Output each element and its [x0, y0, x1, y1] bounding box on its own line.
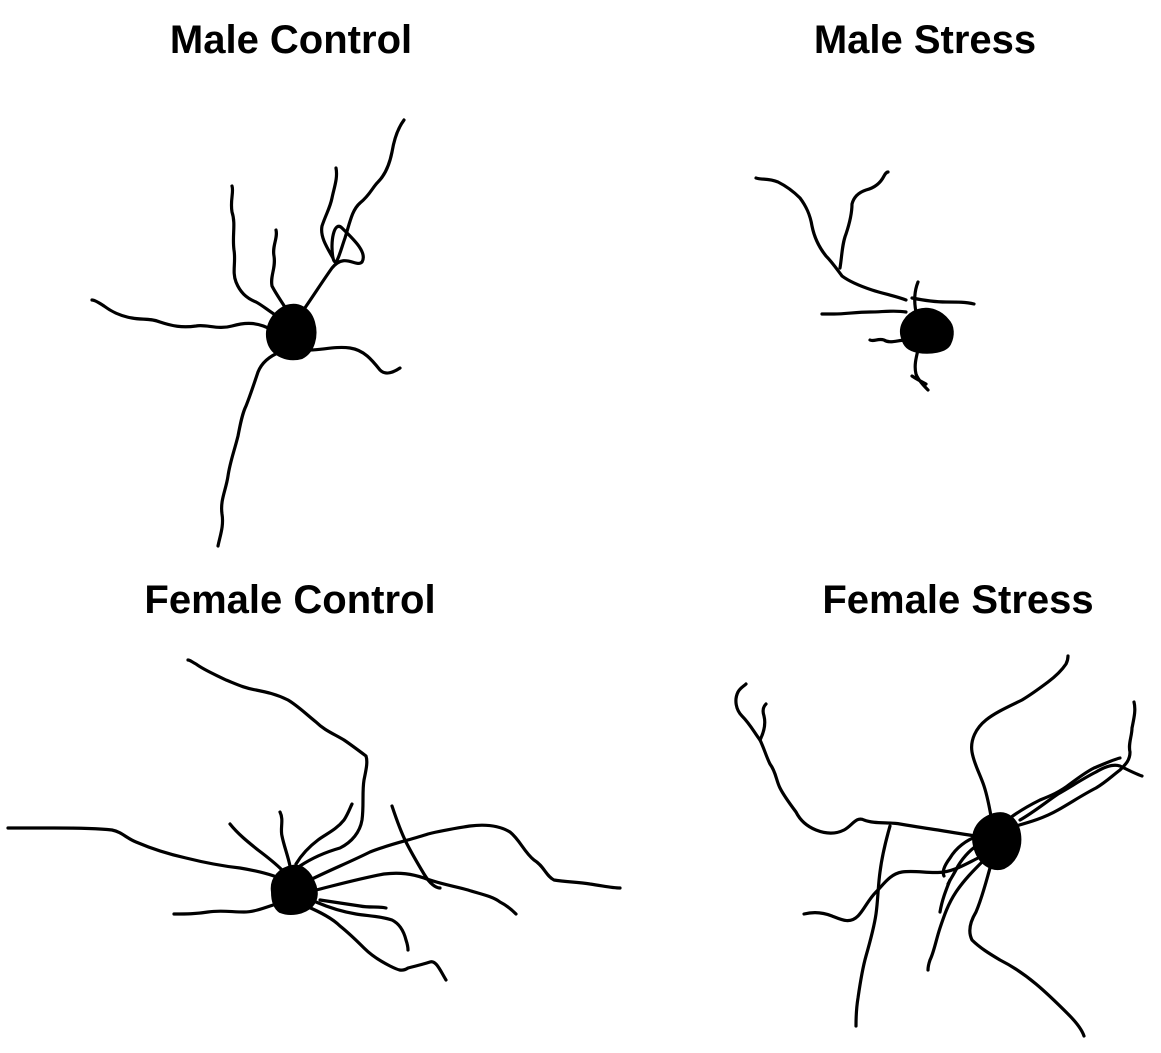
- dendrite: [318, 898, 388, 910]
- dendrite: [758, 702, 768, 742]
- dendrite: [754, 176, 908, 302]
- neuron-female-control: [6, 658, 622, 982]
- dendrite: [820, 309, 908, 316]
- dendrite: [216, 350, 282, 548]
- dendrite: [314, 900, 410, 952]
- dendrite: [1008, 756, 1122, 820]
- dendrite: [90, 298, 274, 332]
- dendrite: [970, 654, 1070, 824]
- dendrite: [308, 823, 622, 890]
- dendrite: [734, 682, 978, 838]
- dendrite: [854, 824, 892, 1028]
- panel-title-male-control: Male Control: [169, 18, 413, 62]
- dendrite: [298, 118, 406, 317]
- dendrite: [269, 228, 290, 314]
- dendrite: [278, 810, 292, 868]
- dendrite: [802, 856, 980, 923]
- soma: [972, 812, 1022, 870]
- dendrite: [938, 878, 952, 914]
- neuron-male-control: [90, 118, 406, 548]
- dendrite: [294, 802, 354, 866]
- soma: [266, 303, 317, 361]
- panel-title-female-stress: Female Stress: [822, 578, 1094, 622]
- soma: [900, 307, 954, 354]
- dendrite: [186, 658, 369, 868]
- dendrite: [304, 904, 448, 982]
- dendrite: [314, 871, 518, 916]
- dendrite: [1014, 700, 1137, 828]
- dendrite: [968, 866, 1086, 1038]
- dendrite: [926, 858, 986, 972]
- soma: [270, 864, 318, 915]
- neuron-female-stress: [734, 654, 1144, 1038]
- dendrite: [838, 170, 890, 270]
- dendrite: [910, 296, 976, 306]
- dendrite: [172, 902, 278, 916]
- dendrite: [868, 337, 908, 344]
- dendrite: [6, 826, 276, 878]
- dendrite: [910, 348, 930, 392]
- dendrite: [913, 280, 920, 314]
- dendrite: [308, 345, 402, 375]
- dendrite: [390, 804, 442, 890]
- dendrite: [229, 184, 282, 320]
- dendrite: [1018, 763, 1144, 822]
- panel-title-male-stress: Male Stress: [813, 18, 1037, 62]
- panel-title-female-control: Female Control: [144, 578, 436, 622]
- dendrite: [228, 822, 284, 872]
- neuron-male-stress: [754, 170, 976, 392]
- dendrite: [320, 166, 339, 260]
